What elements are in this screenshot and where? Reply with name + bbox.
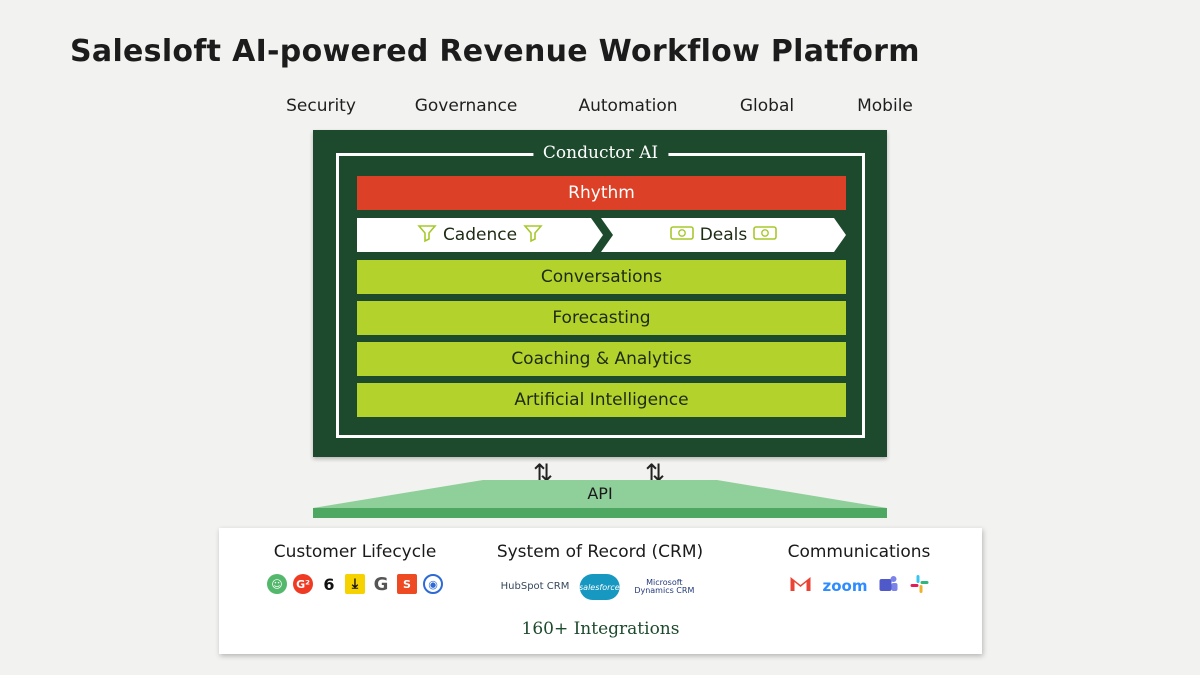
group-title-communications: Communications [787,542,931,562]
crm-logos: HubSpot CRM salesforce Microsoft Dynamic… [501,574,700,600]
deals-chevron: Deals [601,218,846,252]
bidirectional-arrow-icon: ⇅ [533,459,554,487]
gmail-icon [789,575,813,597]
communications-logos: zoom [789,574,930,598]
google-icon: G [371,574,391,595]
api-base [313,508,887,518]
download-icon: ⤓ [345,574,365,594]
cadence-label: Cadence [442,225,518,245]
layer-conversations: Conversations [357,260,846,294]
page-title: Salesloft AI-powered Revenue Workflow Pl… [70,34,920,69]
pillar-global: Global [739,96,795,116]
zoom-logo: zoom [822,577,868,595]
pillar-governance: Governance [414,96,518,116]
money-icon [669,225,694,246]
teams-icon [877,574,899,598]
cadence-chevron: Cadence [357,218,603,252]
hubspot-logo: HubSpot CRM [500,580,570,592]
platform-pillars: Security Governance Automation Global Mo… [0,96,1200,118]
circle-logo-icon: ◉ [423,574,443,594]
pillar-security: Security [286,96,356,116]
bidirectional-arrow-icon: ⇅ [645,459,666,487]
layer-artificial-intelligence: Artificial Intelligence [357,383,846,417]
6sense-icon: 6 [319,574,339,594]
gainsight-icon: S [397,574,417,594]
group-title-customer-lifecycle: Customer Lifecycle [273,542,437,562]
customer-lifecycle-logos: ☺ G² 6 ⤓ G S ◉ [267,574,443,595]
conductor-ai-frame: Conductor AI Rhythm Cadence Deals [336,143,865,438]
layer-forecasting: Forecasting [357,301,846,335]
integrations-panel: Customer Lifecycle ☺ G² 6 ⤓ G S ◉ System… [219,528,982,654]
group-title-crm: System of Record (CRM) [496,542,704,562]
integrations-count: 160+ Integrations [521,619,680,639]
rhythm-bar: Rhythm [357,176,846,210]
frame-label: Conductor AI [532,143,669,163]
funnel-icon [417,223,437,248]
dynamics-logo: Microsoft Dynamics CRM [634,577,695,595]
g2-icon: G² [293,574,313,594]
api-layer: API [313,480,887,518]
process-chevrons: Cadence Deals [357,218,846,252]
layer-coaching-analytics: Coaching & Analytics [357,342,846,376]
pillar-mobile: Mobile [857,96,913,116]
money-icon [753,225,778,246]
platform-box: Conductor AI Rhythm Cadence Deals [313,130,887,457]
api-label: API [587,484,613,503]
gong-robot-icon: ☺ [267,574,287,594]
deals-label: Deals [699,225,748,245]
pillar-automation: Automation [578,96,678,116]
salesforce-logo: salesforce [579,574,620,600]
slack-icon [909,574,929,598]
funnel-icon [523,223,543,248]
